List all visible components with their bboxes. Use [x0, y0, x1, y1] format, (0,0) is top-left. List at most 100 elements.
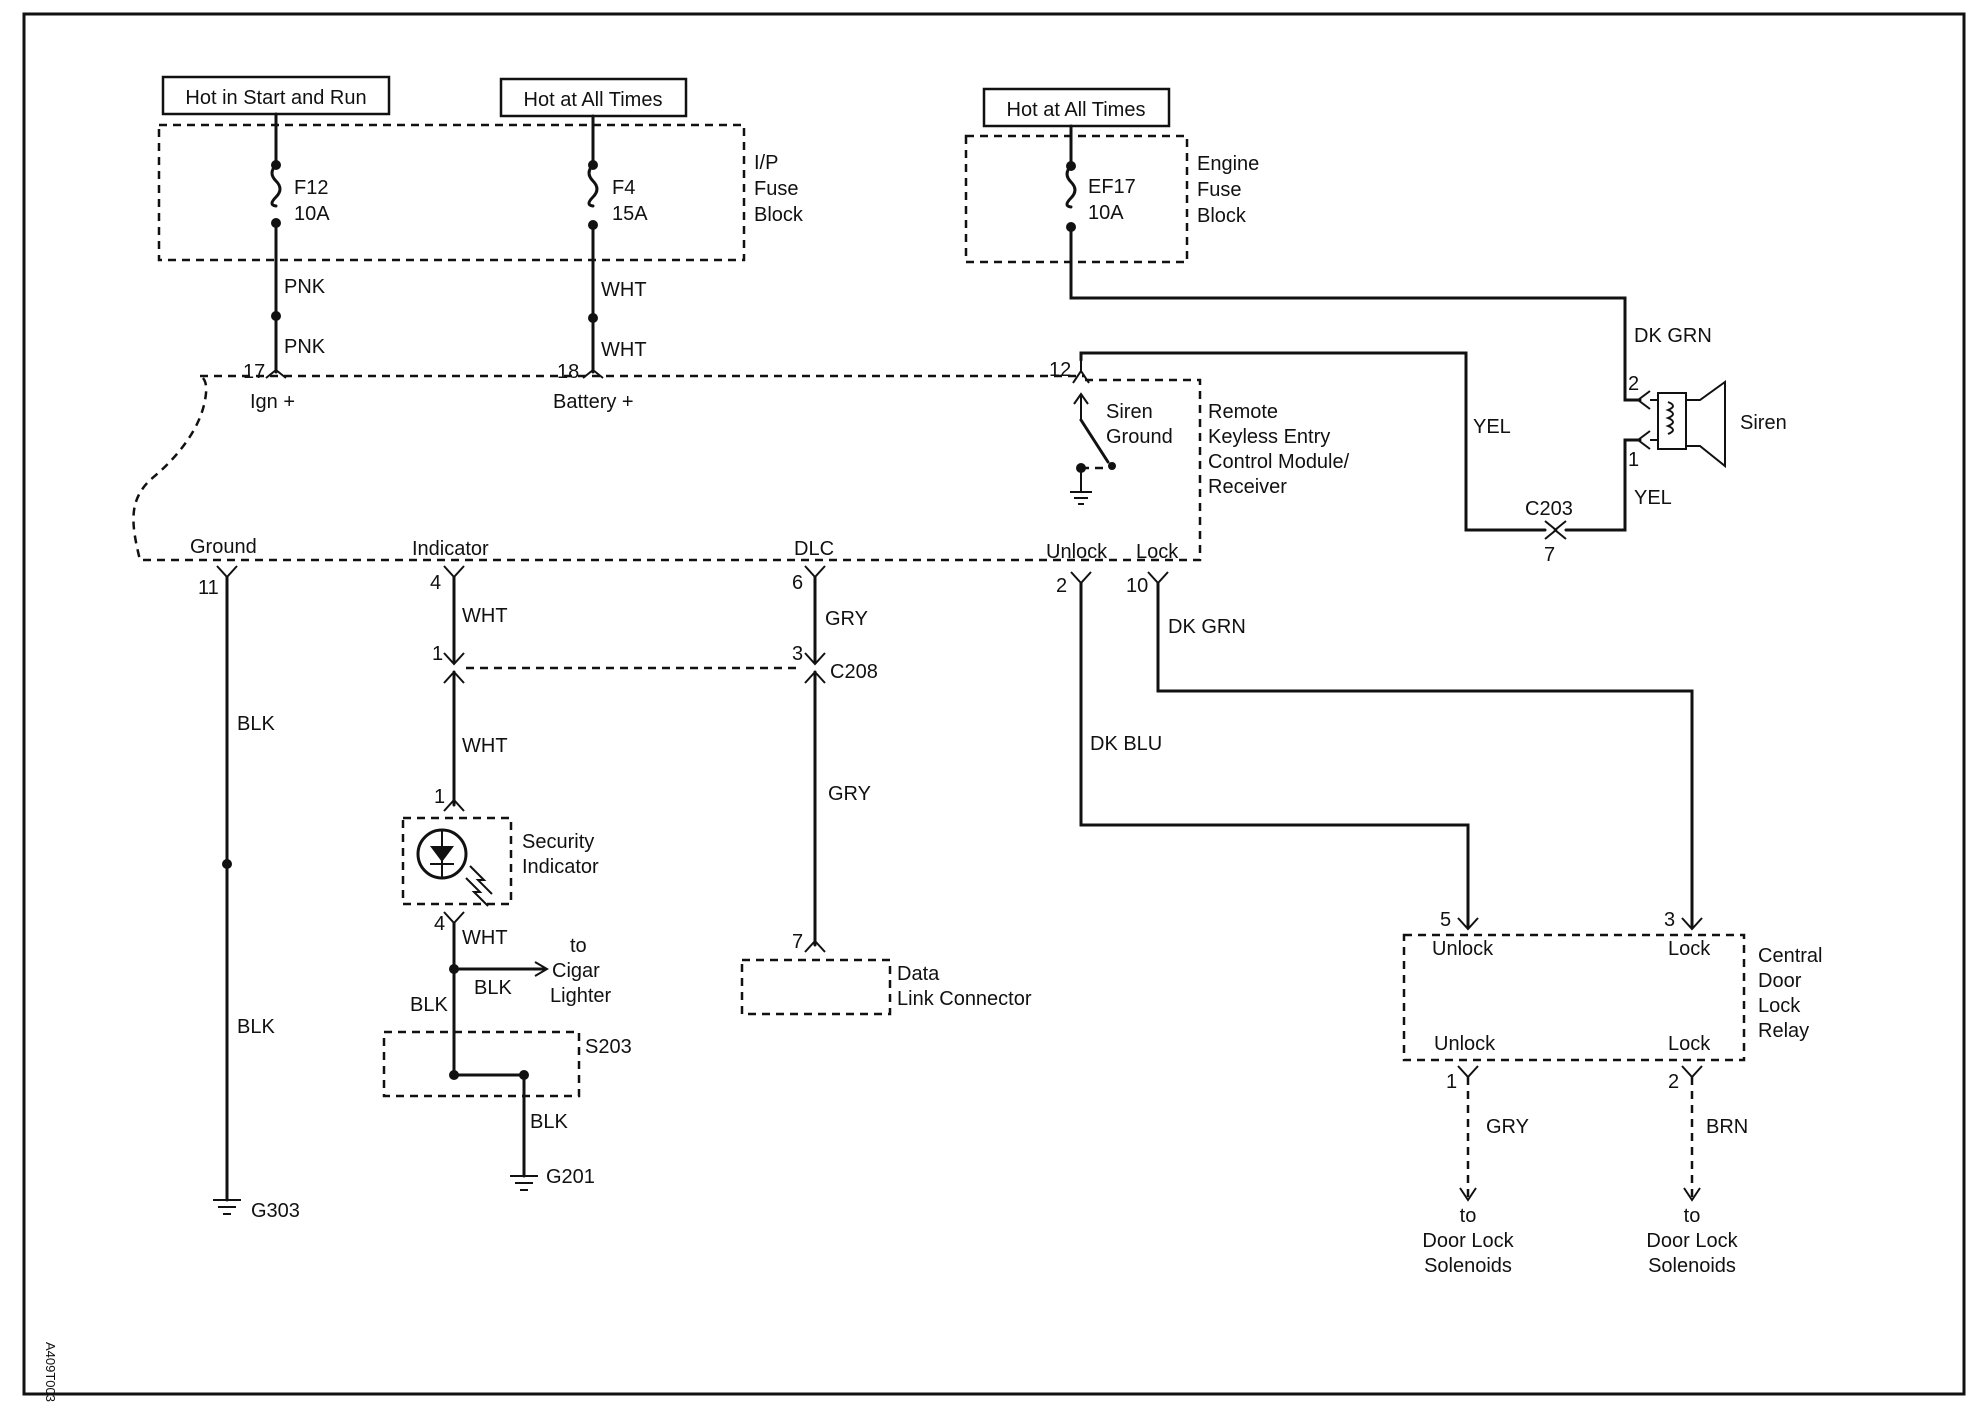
wire-pnk-2: PNK [284, 336, 326, 358]
wire-pnk-1: PNK [284, 276, 326, 298]
relay-unlock-out-label: Unlock [1434, 1033, 1496, 1055]
hot-all-times-box-2 [982, 87, 1171, 128]
engine-fuse-block: Engine Fuse Block EF17 10A [964, 124, 1259, 264]
ip-fuse-block-label-3: Block [754, 204, 804, 226]
dlc-pin-7: 7 [792, 931, 803, 953]
relay-pin-5: 5 [1440, 909, 1451, 931]
wire-yel-2: YEL [1634, 487, 1672, 509]
rke-pin-ground-label: Ground [190, 536, 257, 558]
diagram-frame [22, 12, 1966, 1396]
hot-all-times-label-2: Hot at All Times [1007, 99, 1146, 121]
ip-fuse-block: I/P Fuse Block F12 10A F4 15A [157, 112, 804, 262]
wire-gry-dlc-1: GRY [825, 608, 868, 630]
dlc-box [740, 958, 892, 1016]
output-arrow-icon-1 [1459, 1187, 1477, 1202]
output-door-lock-1: Door Lock [1422, 1230, 1514, 1252]
wire-blk-5: BLK [530, 1111, 568, 1133]
wire-dk-grn-lock: DK GRN [1168, 616, 1246, 638]
indicator-circuit: 4 WHT 1 WHT 1 Security Indicator 4 WHT [382, 565, 800, 1191]
siren-pin-2: 2 [1628, 373, 1639, 395]
siren-ground-label-1: Siren [1106, 401, 1153, 423]
rke-pin-11: 11 [198, 577, 219, 599]
power-labels: Hot in Start and Run Hot at All Times Ho… [161, 75, 1171, 128]
output-solenoids-2: Solenoids [1648, 1255, 1736, 1277]
fuse-f12-rating: 10A [294, 203, 330, 225]
fuse-ef17-rating: 10A [1088, 202, 1124, 224]
wire-brn-out: BRN [1706, 1116, 1748, 1138]
door-lock-circuit: 2 DK BLU 10 DK GRN 5 3 Unlock Lock Unloc… [1056, 571, 1822, 1277]
security-indicator-pin-1: 1 [434, 786, 445, 808]
siren-pin-1: 1 [1628, 449, 1639, 471]
engine-fuse-block-outline [964, 134, 1189, 264]
wire-gry-dlc-2: GRY [828, 783, 871, 805]
rke-pin-12: 12 [1049, 359, 1071, 381]
hot-start-run-label: Hot in Start and Run [185, 87, 366, 109]
cigar-label-2: Lighter [550, 985, 611, 1007]
rke-pin-2: 2 [1056, 575, 1067, 597]
relay-label-4: Relay [1758, 1020, 1809, 1042]
wire-gry-out: GRY [1486, 1116, 1529, 1138]
wire-wht-ind-2: WHT [462, 735, 508, 757]
ground-g201-icon [510, 1175, 538, 1191]
ip-fuse-block-label-1: I/P [754, 152, 778, 174]
splice-s203-box [382, 1030, 581, 1098]
rke-module-label-3: Control Module/ [1208, 451, 1350, 473]
cigar-to: to [570, 935, 587, 957]
fuse-f12-name: F12 [294, 177, 328, 199]
cigar-arrow-icon [534, 961, 549, 977]
wire-wht-ind-1: WHT [462, 605, 508, 627]
ip-fuse-block-label-2: Fuse [754, 178, 798, 200]
rke-module-label-2: Keyless Entry [1208, 426, 1330, 448]
wire-blk-4: BLK [410, 994, 448, 1016]
rke-pin-4: 4 [430, 572, 441, 594]
rke-pin-17: 17 [243, 361, 265, 383]
c208-pin-1: 1 [432, 643, 443, 665]
c203-pin: 7 [1544, 544, 1555, 566]
siren-label: Siren [1740, 412, 1787, 434]
fuse-f12-icon [270, 163, 282, 208]
engine-fuse-block-label-2: Fuse [1197, 179, 1241, 201]
wire-blk-1: BLK [237, 713, 275, 735]
c208-label: C208 [830, 661, 878, 683]
output-door-lock-2: Door Lock [1646, 1230, 1738, 1252]
relay-pin-3: 3 [1664, 909, 1675, 931]
relay-unlock-in-label: Unlock [1432, 938, 1494, 960]
output-to-1: to [1460, 1205, 1477, 1227]
rke-pin-6: 6 [792, 572, 803, 594]
siren-icon [1650, 380, 1726, 469]
fuse-f4-name: F4 [612, 177, 635, 199]
relay-label-3: Lock [1758, 995, 1801, 1017]
rke-module-label-1: Remote [1208, 401, 1278, 423]
wire-yel-1: YEL [1473, 416, 1511, 438]
wire-wht-2: WHT [601, 339, 647, 361]
fuse-f4-icon [587, 163, 599, 208]
figure-id: A409T003 [43, 1342, 58, 1402]
rke-pin-18: 18 [557, 361, 579, 383]
output-to-2: to [1684, 1205, 1701, 1227]
rke-module: Remote Keyless Entry Control Module/ Rec… [132, 359, 1350, 563]
ground-g303-label: G303 [251, 1200, 300, 1222]
siren-ground-arrow-icon [1073, 392, 1089, 405]
c208-pin-3: 3 [792, 643, 803, 665]
ip-fuse-block-outline [157, 123, 746, 262]
wire-dk-blu: DK BLU [1090, 733, 1162, 755]
wire-blk-2: BLK [237, 1016, 275, 1038]
relay-pin-1: 1 [1446, 1071, 1457, 1093]
dlc-label-1: Data [897, 963, 940, 985]
wire-wht-1: WHT [601, 279, 647, 301]
rke-module-outline [132, 374, 1202, 562]
relay-box [1402, 933, 1746, 1062]
engine-fuse-block-label-1: Engine [1197, 153, 1259, 175]
security-indicator-label-2: Indicator [522, 856, 599, 878]
rke-module-label-4: Receiver [1208, 476, 1287, 498]
dlc-label-2: Link Connector [897, 988, 1032, 1010]
security-indicator-label-1: Security [522, 831, 594, 853]
relay-pin-2: 2 [1668, 1071, 1679, 1093]
rke-pin-dlc-label: DLC [794, 538, 834, 560]
ground-g201-label: G201 [546, 1166, 595, 1188]
rke-pin-10: 10 [1126, 575, 1148, 597]
fuse-ef17-name: EF17 [1088, 176, 1136, 198]
c203-label: C203 [1525, 498, 1573, 520]
feed-wires: PNK PNK WHT WHT [265, 221, 647, 379]
